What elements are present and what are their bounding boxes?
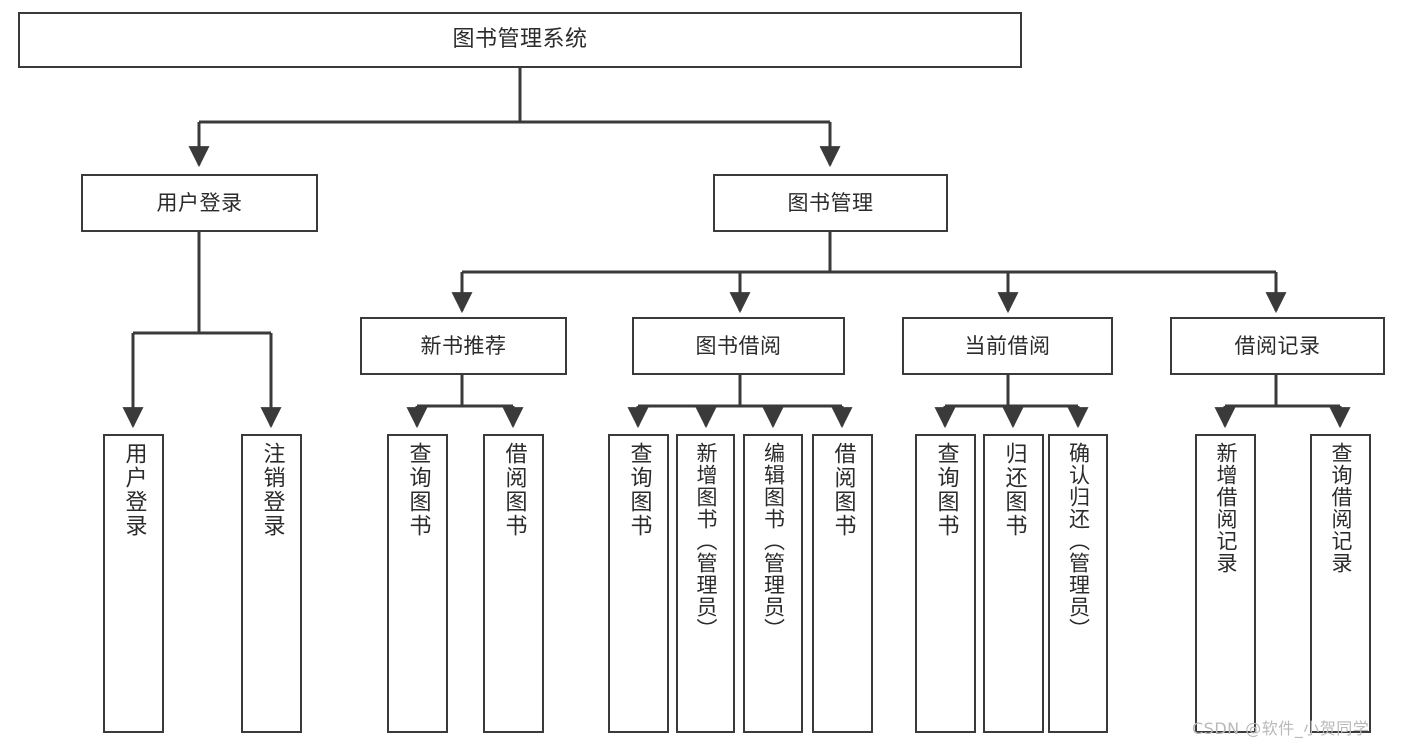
leaf-current-borrow-return[interactable]: 归还图书 <box>983 434 1044 733</box>
leaf-book-borrow-borrow[interactable]: 借阅图书 <box>812 434 873 733</box>
node-label: 归还图书 <box>1001 442 1027 538</box>
leaf-borrow-record-query[interactable]: 查询借阅记录 <box>1310 434 1371 733</box>
node-label: 图书借阅 <box>695 333 782 358</box>
node-book-borrow[interactable]: 图书借阅 <box>632 317 845 375</box>
node-label: 注销登录 <box>259 442 285 538</box>
leaf-borrow-record-add[interactable]: 新增借阅记录 <box>1195 434 1256 733</box>
leaf-current-borrow-confirm[interactable]: 确认归还（管理员） <box>1048 434 1108 733</box>
node-user-login[interactable]: 用户登录 <box>81 174 318 232</box>
leaf-new-book-borrow[interactable]: 借阅图书 <box>483 434 544 733</box>
node-book-management[interactable]: 图书管理 <box>713 174 948 232</box>
leaf-user-login-logout[interactable]: 注销登录 <box>241 434 302 733</box>
node-root-system[interactable]: 图书管理系统 <box>18 12 1022 68</box>
node-current-borrow[interactable]: 当前借阅 <box>902 317 1113 375</box>
node-label: 查询图书 <box>933 442 959 538</box>
leaf-book-borrow-add[interactable]: 新增图书（管理员） <box>676 434 735 733</box>
node-label: 借阅图书 <box>830 442 856 538</box>
leaf-new-book-query[interactable]: 查询图书 <box>387 434 448 733</box>
leaf-book-borrow-query[interactable]: 查询图书 <box>608 434 669 733</box>
node-label: 编辑图书（管理员） <box>761 442 786 640</box>
node-label: 图书管理 <box>787 190 874 215</box>
node-label: 当前借阅 <box>964 333 1051 358</box>
node-label: 借阅记录 <box>1234 333 1321 358</box>
node-label: 图书管理系统 <box>452 27 588 53</box>
node-borrow-record[interactable]: 借阅记录 <box>1170 317 1385 375</box>
node-label: 查询图书 <box>405 442 431 538</box>
leaf-current-borrow-query[interactable]: 查询图书 <box>915 434 976 733</box>
node-new-book-recommend[interactable]: 新书推荐 <box>360 317 567 375</box>
node-label: 查询借阅记录 <box>1329 442 1353 574</box>
csdn-watermark: CSDN @软件_小贺同学 <box>1192 719 1370 738</box>
node-label: 新增借阅记录 <box>1214 442 1238 574</box>
node-label: 新书推荐 <box>420 333 507 358</box>
node-label: 新增图书（管理员） <box>694 442 718 640</box>
node-label: 用户登录 <box>156 190 243 215</box>
node-label: 借阅图书 <box>501 442 527 538</box>
leaf-book-borrow-edit[interactable]: 编辑图书（管理员） <box>743 434 803 733</box>
node-label: 确认归还（管理员） <box>1066 442 1091 640</box>
node-label: 用户登录 <box>121 442 147 538</box>
node-label: 查询图书 <box>626 442 652 538</box>
leaf-user-login-login[interactable]: 用户登录 <box>103 434 164 733</box>
